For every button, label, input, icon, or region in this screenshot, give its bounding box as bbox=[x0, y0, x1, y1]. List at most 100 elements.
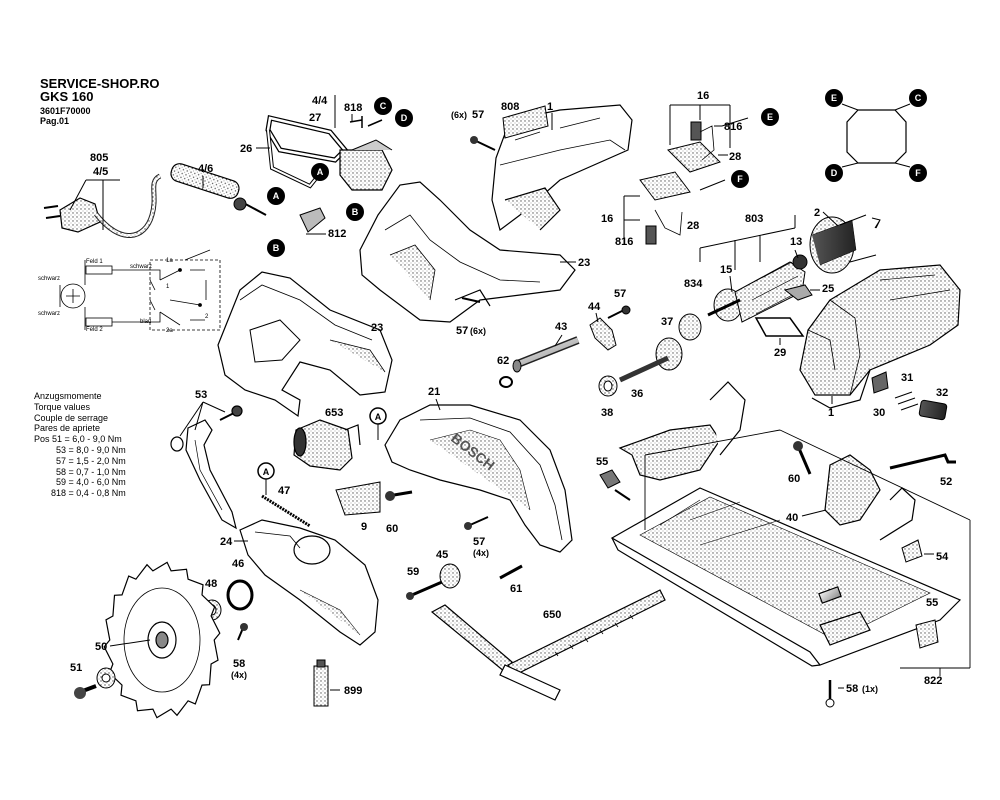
part-label: 15 bbox=[720, 264, 732, 276]
part-label: 58 bbox=[846, 683, 858, 695]
part-label: 58 bbox=[233, 658, 245, 670]
bracket bbox=[754, 317, 805, 337]
connector-a bbox=[311, 163, 329, 181]
connector-e bbox=[761, 108, 779, 126]
part-label: 816 bbox=[615, 236, 633, 248]
part-label: 44 bbox=[588, 301, 601, 313]
part-label: 4/4 bbox=[312, 95, 328, 107]
part-label: 32 bbox=[936, 387, 948, 399]
terminal-label: 1a bbox=[166, 258, 173, 264]
part-label: 899 bbox=[344, 685, 362, 697]
part-label: 51 bbox=[70, 662, 82, 674]
part-label: 28 bbox=[687, 220, 699, 232]
wire-label: schwarz bbox=[38, 311, 60, 317]
spring bbox=[894, 391, 919, 411]
gear-housing bbox=[293, 419, 361, 471]
screw-head bbox=[793, 441, 803, 451]
part-number: 3601F70000 bbox=[40, 106, 91, 116]
part-label: 40 bbox=[786, 512, 798, 524]
base-plate bbox=[610, 381, 962, 667]
part-label: 1 bbox=[828, 407, 834, 419]
part-label: 23 bbox=[371, 322, 383, 334]
part-label: 21 bbox=[428, 386, 440, 398]
switch-assembly bbox=[265, 114, 393, 233]
bolt-head bbox=[74, 687, 86, 699]
screw bbox=[461, 297, 481, 303]
screw-head bbox=[406, 592, 414, 600]
part-label: 2 bbox=[814, 207, 820, 219]
leader-line bbox=[794, 249, 799, 259]
screw bbox=[614, 489, 631, 501]
stator-wiring-diagram bbox=[846, 109, 907, 164]
part-label: 60 bbox=[386, 523, 398, 535]
part-label: 57 bbox=[614, 288, 626, 300]
connector-f bbox=[909, 164, 927, 182]
part-label: 808 bbox=[501, 101, 519, 113]
part-label: 16 bbox=[697, 90, 709, 102]
leader-line bbox=[729, 275, 733, 293]
connector-label: C bbox=[380, 101, 387, 111]
wire-label: schwarz bbox=[38, 276, 60, 282]
wire-label: Feld 1 bbox=[86, 259, 103, 265]
torque-line: Anzugsmomente bbox=[34, 391, 102, 401]
part-label: 805 bbox=[90, 152, 108, 164]
leader-line bbox=[669, 104, 731, 148]
motor-housing-top bbox=[491, 104, 633, 232]
leader-line bbox=[699, 179, 726, 191]
label-sticker bbox=[502, 105, 549, 139]
part-label: 47 bbox=[278, 485, 290, 497]
screw-head bbox=[385, 491, 395, 501]
torque-line: 58 = 0,7 - 1,0 Nm bbox=[56, 466, 126, 477]
clamp-lever bbox=[915, 619, 939, 649]
connector-label: A bbox=[317, 167, 324, 177]
warning-label bbox=[335, 481, 381, 516]
leader-line bbox=[435, 398, 441, 411]
wiring-schematic bbox=[59, 249, 221, 331]
connector-e bbox=[825, 89, 843, 107]
page-number: Pag.01 bbox=[40, 116, 70, 126]
handle-lower bbox=[217, 271, 393, 418]
connector-d bbox=[395, 109, 413, 127]
part-label: 9 bbox=[361, 521, 367, 533]
quantity-label: (6x) bbox=[451, 110, 467, 120]
part-label: 54 bbox=[936, 551, 949, 563]
torque-table: Anzugsmomente Torque values Couple de se… bbox=[34, 391, 126, 499]
part-label: 818 bbox=[344, 102, 362, 114]
part-label: 23 bbox=[578, 257, 590, 269]
torque-line: Pos 51 = 6,0 - 9,0 Nm bbox=[34, 434, 122, 445]
terminal-label: 2 bbox=[205, 314, 209, 320]
part-label: 62 bbox=[497, 355, 509, 367]
part-label: 29 bbox=[774, 347, 786, 359]
screw bbox=[796, 445, 812, 475]
riving-knife bbox=[170, 405, 243, 530]
leader-line bbox=[179, 401, 226, 437]
torque-line: Pares de apriete bbox=[34, 423, 101, 434]
switch-lock bbox=[871, 371, 889, 394]
part-label: 50 bbox=[95, 641, 107, 653]
shop-title: SERVICE-SHOP.RO bbox=[40, 76, 160, 91]
leader-line bbox=[822, 211, 839, 227]
part-label: 31 bbox=[901, 372, 913, 384]
connector-a bbox=[267, 187, 285, 205]
leader-line bbox=[714, 117, 749, 127]
part-label: 57 bbox=[473, 536, 485, 548]
part-label: 28 bbox=[729, 151, 741, 163]
part-label: 60 bbox=[788, 473, 800, 485]
terminal-label: 1 bbox=[166, 284, 170, 290]
connector-label: A bbox=[273, 191, 280, 201]
leader-line bbox=[334, 95, 353, 128]
torque-line: 53 = 8,0 - 9,0 Nm bbox=[56, 444, 126, 455]
torque-line: 818 = 0,4 - 0,8 Nm bbox=[51, 488, 126, 499]
screw bbox=[469, 516, 489, 526]
torque-line: Couple de serrage bbox=[34, 412, 109, 423]
connector-label: F bbox=[915, 168, 921, 178]
part-label: 25 bbox=[822, 283, 834, 295]
motor-housing bbox=[799, 264, 961, 409]
part-label: 1 bbox=[547, 101, 553, 113]
part-label: 57 bbox=[472, 109, 484, 121]
connector-c bbox=[374, 97, 392, 115]
wire-label: schwarz bbox=[130, 264, 152, 270]
arrow-icon bbox=[871, 217, 881, 229]
clamp-lever bbox=[599, 469, 621, 489]
quantity-label: (6x) bbox=[470, 326, 486, 336]
